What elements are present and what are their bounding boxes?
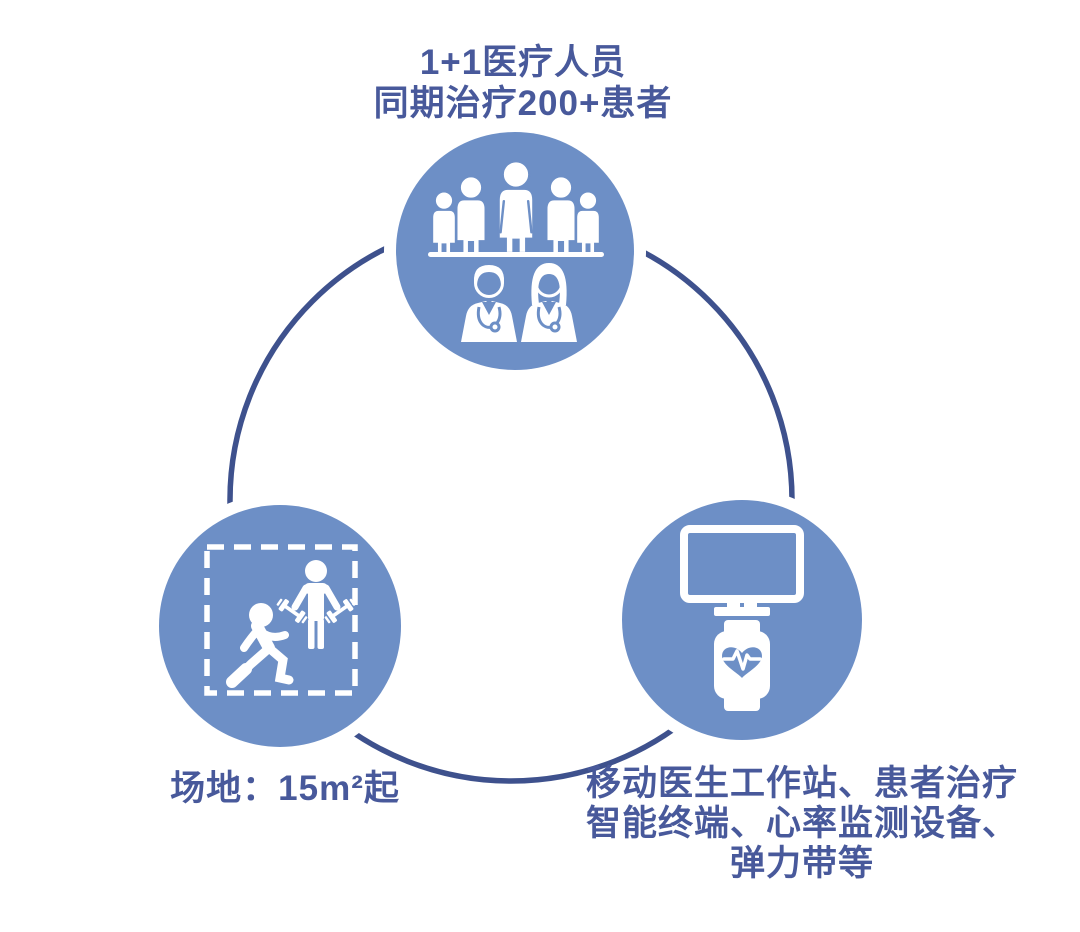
dashed-area-border xyxy=(204,544,358,696)
right-caption-line1: 移动医生工作站、患者治疗 xyxy=(585,764,1018,803)
left-node-caption: 场地：15m²起 xyxy=(110,768,460,809)
nurse-icon xyxy=(521,263,577,342)
left-node-circle xyxy=(147,493,413,759)
top-node-caption: 1+1医疗人员 同期治疗200+患者 xyxy=(173,42,873,124)
doctor-icon xyxy=(461,265,517,342)
right-node-caption: 移动医生工作站、患者治疗 智能终端、心率监测设备、 弹力带等 xyxy=(582,764,1022,884)
left-node-disc xyxy=(159,505,401,747)
top-node-circle xyxy=(384,120,646,382)
exercise-space-icon xyxy=(204,544,358,696)
smartwatch-icon xyxy=(714,620,770,711)
left-caption-line1: 场地：15m²起 xyxy=(170,769,400,808)
top-caption-line2: 同期治疗200+患者 xyxy=(373,84,673,123)
right-caption-line2: 智能终端、心率监测设备、 xyxy=(585,804,1018,843)
ecg-line xyxy=(722,649,762,671)
workstation-wearable-icon xyxy=(680,525,804,711)
patient-group-icon xyxy=(431,160,601,255)
monitor-icon xyxy=(680,525,804,616)
runner-icon xyxy=(226,603,294,688)
right-node-circle xyxy=(610,488,874,752)
medical-team-patients-icon xyxy=(428,160,604,342)
top-caption-line1: 1+1医疗人员 xyxy=(419,43,627,82)
top-node-disc xyxy=(396,132,634,370)
right-caption-line3: 弹力带等 xyxy=(729,844,874,883)
dumbbell-person-icon xyxy=(274,560,358,649)
divider-line xyxy=(428,252,604,257)
